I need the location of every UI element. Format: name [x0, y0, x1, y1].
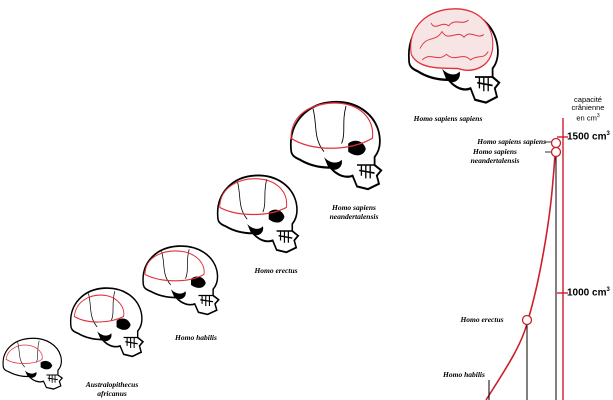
curve-label-habilis: Homo habilis: [443, 370, 485, 379]
curve-label-neandertalensis: Homo sapiens neandertalensis: [450, 147, 540, 165]
caption-neandertalensis-line-1: Homo sapiens: [332, 203, 376, 212]
curve-label-erectus: Homo erectus: [460, 315, 504, 324]
skull-homo-sapiens-sapiens: [407, 8, 501, 104]
caption-homo-erectus: Homo erectus: [254, 266, 298, 275]
caption-homo-habilis: Homo habilis: [175, 333, 217, 342]
caption-australopithecus-line-1: Australopithecus: [85, 380, 139, 389]
scale-title: capacité crânienne en cm3: [564, 96, 612, 123]
skull-homo-erectus: [216, 174, 300, 254]
caption-homo-neandertalensis: Homo sapiens neandertalensis: [314, 203, 394, 221]
point-neandertalensis: [550, 146, 562, 158]
skull-primate: [2, 337, 63, 390]
tick-1000-label: 1000 cm3: [567, 287, 610, 299]
caption-neandertalensis-line-2: neandertalensis: [329, 212, 379, 221]
skull-australopithecus: [69, 287, 144, 358]
cranial-capacity-curve: [485, 139, 557, 400]
caption-australopithecus: Australopithecus africanus: [72, 380, 152, 398]
skull-homo-habilis: [142, 245, 220, 316]
scale-title-line-3: en cm3: [576, 113, 600, 123]
point-sapiens-sapiens: [550, 137, 562, 149]
curve-label-neandertalensis-line-2: neandertalensis: [470, 156, 520, 165]
scale-title-line-2: crânienne: [571, 103, 605, 112]
skull-homo-neandertalensis: [289, 100, 383, 191]
tick-1500-label: 1500 cm3: [567, 131, 610, 143]
curve-label-sapiens-sapiens: Homo sapiens sapiens: [477, 137, 546, 146]
caption-australopithecus-line-2: africanus: [97, 389, 127, 398]
point-erectus: [521, 314, 533, 326]
scale-title-line-1: capacité: [574, 95, 602, 104]
caption-homo-sapiens-sapiens: Homo sapiens sapiens: [413, 114, 483, 123]
curve-label-neandertalensis-line-1: Homo sapiens: [473, 147, 517, 156]
